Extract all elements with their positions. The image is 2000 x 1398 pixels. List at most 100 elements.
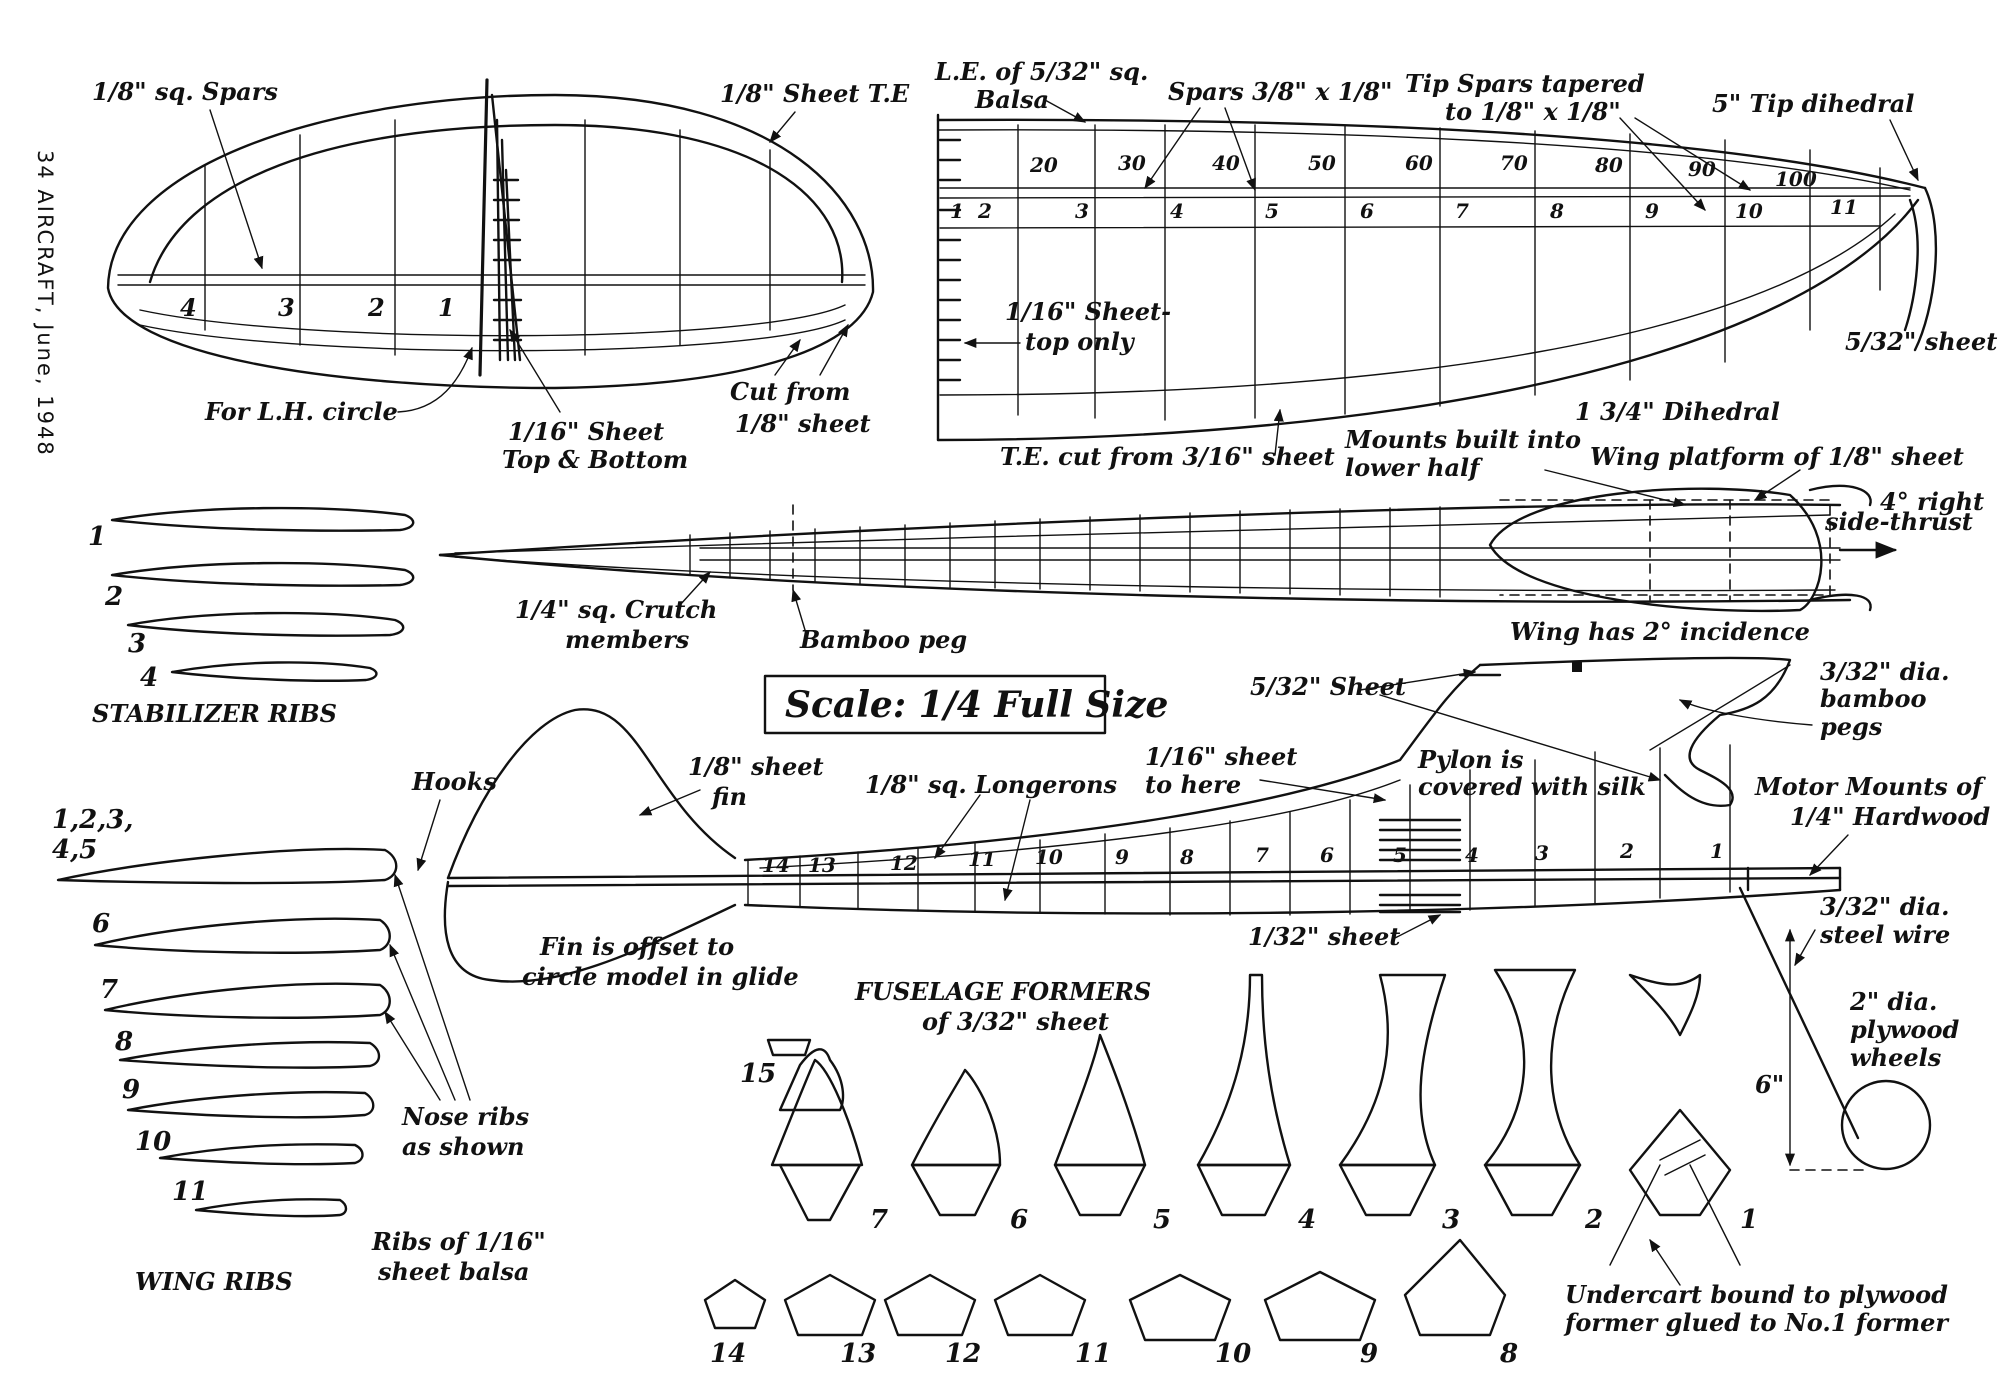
stab-rib-label-3: 3 xyxy=(128,629,146,659)
former-labels-row2: 14 13 12 11 10 9 8 xyxy=(710,1339,1518,1369)
label-wire-2: steel wire xyxy=(1819,920,1950,949)
former-hatches xyxy=(1609,1139,1741,1266)
label-wheels-1: 2" dia. xyxy=(1849,987,1937,1016)
label-fin-offset-1: Fin is offset to xyxy=(539,932,734,961)
fuselage-side-view: 14 13 12 11 10 9 8 7 6 5 4 3 2 1 Wing ha… xyxy=(411,617,1990,1171)
fin-outline xyxy=(443,708,737,983)
label-sheet-116-1: 1/16" sheet xyxy=(1145,742,1297,771)
label-crutch-1: 1/4" sq. Crutch xyxy=(515,595,717,624)
label-mounts-2: lower half xyxy=(1345,453,1483,482)
label-le-2: Balsa xyxy=(974,85,1049,114)
label-fin-2: fin xyxy=(710,782,747,811)
wing-ribs-lines xyxy=(1017,124,1881,421)
label-undercart-2: former glued to No.1 former xyxy=(1563,1308,1950,1337)
stabilizer-ribs: 1 2 3 4 STABILIZER RIBS xyxy=(88,506,415,728)
stabilizer-bay-2: 2 xyxy=(367,293,385,322)
wing-rib-7: 7 xyxy=(1455,199,1469,223)
former-label-15: 15 xyxy=(740,1059,776,1089)
bay-3: 3 xyxy=(1535,841,1549,865)
label-mounts-1: Mounts built into xyxy=(1344,425,1581,454)
gear-height-dimension xyxy=(1784,928,1871,1171)
stabilizer-bay-3: 3 xyxy=(278,293,295,322)
fuselage-top-outline xyxy=(438,484,1898,613)
label-motor-2: 1/4" Hardwood xyxy=(1790,802,1990,831)
label-te-cut: T.E. cut from 3/16" sheet xyxy=(1000,442,1335,471)
label-bamboo-1: 3/32" dia. xyxy=(1820,657,1950,686)
stab-rib-label-4: 4 xyxy=(140,663,158,693)
fuselage-top-crossmembers xyxy=(689,504,1441,598)
wing-rib-2: 2 xyxy=(977,199,992,223)
former-label-12: 12 xyxy=(945,1339,981,1369)
station-50: 50 xyxy=(1308,151,1336,175)
stab-ribs-title: STABILIZER RIBS xyxy=(92,699,337,728)
wing-rib-label-11: 11 xyxy=(172,1177,208,1207)
label-tip-dihedral: 5" Tip dihedral xyxy=(1712,89,1914,118)
fuselage-side-uprights xyxy=(747,744,1731,916)
wing-ribs: 1,2,3, 4,5 6 7 8 9 10 11 WING RIBS Nose … xyxy=(52,805,546,1296)
bay-1: 1 xyxy=(1710,839,1724,863)
label-crutch-2: members xyxy=(565,625,690,654)
former-label-9: 9 xyxy=(1360,1339,1378,1369)
bay-7: 7 xyxy=(1255,843,1269,867)
label-stab-sheet-1: 1/16" Sheet xyxy=(508,417,664,446)
former-shapes-row1 xyxy=(770,968,1732,1222)
wing-outline xyxy=(936,113,1938,442)
wing-rib-5: 5 xyxy=(1265,199,1279,223)
label-gear-height: 6" xyxy=(1755,1070,1784,1099)
wing-rib-label-1-5-a: 1,2,3, xyxy=(52,805,133,835)
fuselage-top-view: Mounts built into lower half Wing platfo… xyxy=(438,425,1984,654)
wing-rib-4: 4 xyxy=(1170,199,1184,223)
label-side-thrust-1: 4° right xyxy=(1880,487,1984,516)
label-wing-spars: Spars 3/8" x 1/8" xyxy=(1168,77,1393,106)
stab-rib-label-2: 2 xyxy=(104,582,123,612)
wing-rib-11: 11 xyxy=(1830,195,1858,219)
bay-11: 11 xyxy=(968,847,996,871)
former-label-8: 8 xyxy=(1499,1339,1518,1369)
wing-rib-10: 10 xyxy=(1735,199,1763,223)
station-20: 20 xyxy=(1029,153,1058,177)
station-80: 80 xyxy=(1594,153,1623,177)
label-wheels-3: wheels xyxy=(1850,1043,1942,1072)
fuselage-side-outline xyxy=(446,656,1932,1171)
bay-12: 12 xyxy=(890,851,918,875)
wing-rib-label-1-5-b: 4,5 xyxy=(52,835,97,865)
bay-14: 14 xyxy=(762,853,790,877)
label-tip-spars-1: Tip Spars tapered xyxy=(1405,69,1645,98)
station-70: 70 xyxy=(1500,151,1528,175)
former-label-11: 11 xyxy=(1075,1339,1111,1369)
former-label-2: 2 xyxy=(1584,1205,1603,1235)
label-fin-offset-2: circle model in glide xyxy=(522,962,799,991)
stabilizer-bay-1: 1 xyxy=(438,293,455,322)
stab-rib-shapes xyxy=(110,506,415,682)
former-shapes-row2 xyxy=(703,1038,1507,1342)
station-30: 30 xyxy=(1118,151,1146,175)
label-hooks: Hooks xyxy=(411,767,497,796)
former-label-6: 6 xyxy=(1010,1205,1028,1235)
label-pylon-2: covered with silk xyxy=(1418,772,1646,801)
former-label-1: 1 xyxy=(1740,1205,1758,1235)
label-bamboo-peg: Bamboo peg xyxy=(799,625,967,654)
fuselage-bay-numbers: 14 13 12 11 10 9 8 7 6 5 4 3 2 1 xyxy=(762,839,1724,877)
former-label-10: 10 xyxy=(1215,1339,1251,1369)
label-lh-circle: For L.H. circle xyxy=(204,397,398,426)
wing-rib-shapes xyxy=(56,847,398,1218)
label-ribs-of-1: Ribs of 1/16" xyxy=(371,1227,546,1256)
label-wheels-2: plywood xyxy=(1850,1015,1960,1044)
label-pylon-1: Pylon is xyxy=(1417,745,1524,774)
label-nose-ribs-1: Nose ribs xyxy=(401,1102,530,1131)
label-sheet-132: 1/32" sheet xyxy=(1248,922,1400,951)
label-tip-sheet: 5/32" sheet xyxy=(1845,327,1997,356)
bay-10: 10 xyxy=(1035,845,1063,869)
former-label-14: 14 xyxy=(710,1339,746,1369)
formers-title-2: of 3/32" sheet xyxy=(922,1007,1109,1036)
label-side-thrust-2: side-thrust xyxy=(1824,507,1973,536)
fuselage-formers: FUSELAGE FORMERS of 3/32" sheet xyxy=(703,968,1950,1369)
wing-rib-numbers: 1 2 3 4 5 6 7 8 9 10 11 xyxy=(950,195,1858,223)
margin-caption: 34 AIRCRAFT, June, 1948 xyxy=(33,150,57,457)
wing-station-numbers: 20 30 40 50 60 70 80 90 100 xyxy=(1029,151,1817,191)
wing-rib-6: 6 xyxy=(1360,199,1374,223)
former-labels-row1: 7 6 5 4 3 2 1 xyxy=(870,1205,1758,1235)
label-cut-from-1: Cut from xyxy=(730,377,850,406)
